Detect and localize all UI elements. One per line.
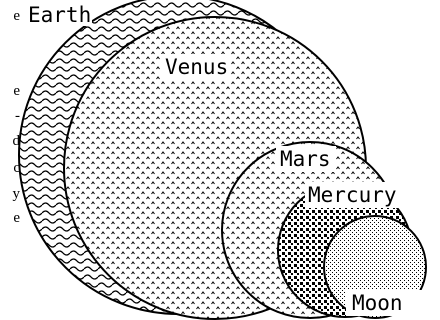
mercury-label: Mercury (308, 183, 397, 207)
earth-label: Earth (28, 3, 91, 27)
mars-label: Mars (280, 147, 331, 171)
moon-label: Moon (352, 291, 403, 315)
venus-label: Venus (165, 55, 228, 79)
